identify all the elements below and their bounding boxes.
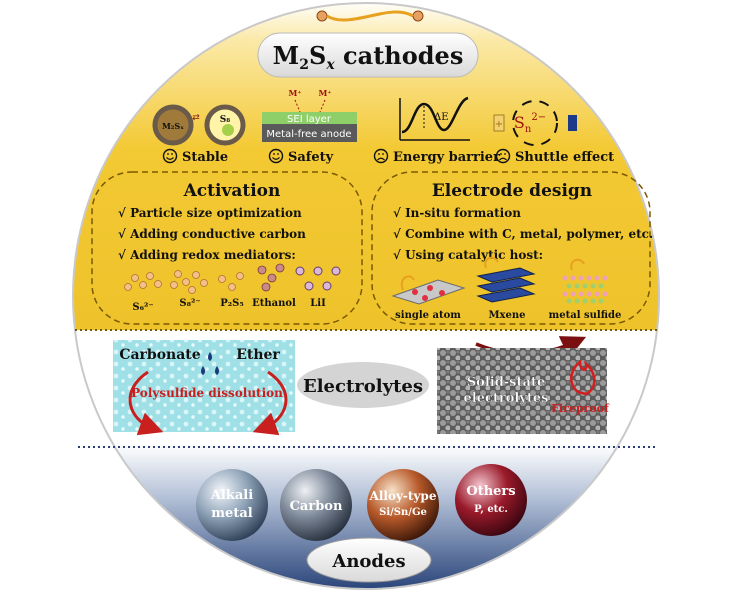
right-dissolution-arrow	[252, 370, 288, 436]
activation-box	[91, 171, 363, 325]
mediator-label: S₈²⁻	[179, 298, 200, 309]
catalytic-host-illustrations	[391, 256, 608, 305]
electrode-item: √ In-situ formation	[393, 206, 521, 220]
feature-stable: Stable	[162, 148, 228, 165]
activation-item: √ Adding conductive carbon	[118, 227, 306, 241]
feature-energy-barrier: Energy barrier	[373, 148, 500, 165]
happy-face-icon	[268, 148, 284, 164]
shuttle-effect-icon: + Sn2−	[493, 100, 577, 146]
svg-text:Safety: Safety	[288, 150, 334, 165]
svg-text:S₈: S₈	[220, 115, 230, 125]
electrode-item: √ Using catalytic host:	[393, 248, 543, 262]
droplet-icons	[201, 352, 219, 375]
title-dot-right	[412, 10, 424, 22]
svg-text:P, etc.: P, etc.	[474, 504, 508, 515]
electrode-design-list: √ In-situ formation √ Combine with C, me…	[393, 206, 653, 262]
stable-icon: M₂Sₓ ⇄ S₈	[152, 104, 246, 146]
anode-sphere-others: Others P, etc.	[455, 464, 527, 536]
mediator-label: Ethanol	[252, 298, 296, 309]
mediator-label: P₂S₅	[220, 298, 244, 309]
electrode-design-title: Electrode design	[432, 181, 592, 201]
svg-text:Alkali: Alkali	[210, 488, 253, 503]
safety-icon: M⁺ M⁺ SEI layer Metal-free anode	[262, 88, 357, 142]
svg-text:M⁺: M⁺	[288, 88, 301, 98]
electrolytes-title: Electrolytes	[303, 376, 423, 397]
fireproof-label: Fireproof	[551, 402, 610, 415]
left-dissolution-arrow	[128, 370, 164, 436]
electrode-item: √ Combine with C, metal, polymer, etc.	[393, 227, 653, 241]
title-dot-left	[316, 10, 328, 22]
anode-sphere-alloy-type: Alloy-type Si/Sn/Ge	[367, 469, 439, 541]
svg-text:ΔE: ΔE	[434, 112, 449, 123]
flame-icon	[570, 359, 596, 396]
solid-state-line1: Solid-state	[467, 375, 545, 390]
electrode-design-box	[371, 171, 651, 325]
svg-text:Si/Sn/Ge: Si/Sn/Ge	[379, 507, 427, 518]
host-label: single atom	[395, 310, 461, 321]
svg-text:Shuttle effect: Shuttle effect	[515, 150, 614, 165]
cathode-title-pill	[257, 32, 479, 78]
carbonate-label: Carbonate	[119, 347, 200, 363]
svg-text:Metal-free anode: Metal-free anode	[266, 129, 351, 140]
feature-labels: Stable Safety Energy barrier Shuttle eff…	[162, 148, 614, 165]
mediator-labels: S₆²⁻ S₈²⁻ P₂S₅ Ethanol LiI	[132, 298, 326, 313]
svg-text:Energy barrier: Energy barrier	[393, 150, 500, 165]
activation-item: √ Adding redox mediators:	[118, 248, 296, 262]
happy-face-icon	[162, 148, 178, 164]
svg-text:M₂Sₓ: M₂Sₓ	[162, 121, 184, 131]
polysulfide-dissolution-label: Polysulfide dissolution	[131, 386, 283, 400]
host-labels: single atom Mxene metal sulfide	[395, 310, 621, 321]
ether-label: Ether	[236, 347, 280, 363]
host-label: metal sulfide	[549, 310, 622, 321]
svg-text:Carbon: Carbon	[290, 499, 343, 514]
svg-text:Others: Others	[466, 484, 515, 499]
sad-face-icon	[495, 148, 511, 164]
activation-item: √ Particle size optimization	[118, 206, 302, 220]
svg-text:Stable: Stable	[182, 150, 228, 165]
feature-shuttle-effect: Shuttle effect	[495, 148, 614, 165]
electrolytes-title-pill	[297, 362, 429, 408]
anode-spheres: Alkali metal Carbon Alloy-type Si/Sn/Ge …	[196, 464, 527, 541]
svg-text:+: +	[495, 119, 503, 130]
svg-text:SEI layer: SEI layer	[287, 114, 332, 125]
svg-text:M⁺: M⁺	[318, 88, 331, 98]
svg-text:⇄: ⇄	[192, 113, 200, 123]
mediator-label: S₆²⁻	[132, 302, 153, 313]
sad-face-icon	[373, 148, 389, 164]
solid-state-line2: electrolytes	[463, 391, 548, 406]
mediator-molecules	[124, 263, 341, 294]
disk-border	[72, 2, 660, 590]
anode-sphere-alkali-metal: Alkali metal	[196, 469, 268, 541]
title-connector	[326, 10, 414, 22]
activation-title: Activation	[183, 181, 281, 201]
activation-list: √ Particle size optimization √ Adding co…	[118, 206, 306, 262]
shuttle-species: Sn2−	[514, 112, 546, 135]
anodes-title-pill	[306, 537, 432, 583]
anodes-title: Anodes	[331, 551, 405, 572]
mediator-label: LiI	[310, 298, 326, 309]
svg-text:Alloy-type: Alloy-type	[369, 489, 437, 503]
anode-sphere-carbon: Carbon	[280, 469, 352, 541]
svg-text:metal: metal	[211, 506, 252, 521]
feature-safety: Safety	[268, 148, 334, 165]
host-label: Mxene	[488, 310, 525, 321]
energy-barrier-icon: ΔE	[399, 96, 470, 141]
cathode-title: M2Sx cathodes	[273, 41, 464, 73]
